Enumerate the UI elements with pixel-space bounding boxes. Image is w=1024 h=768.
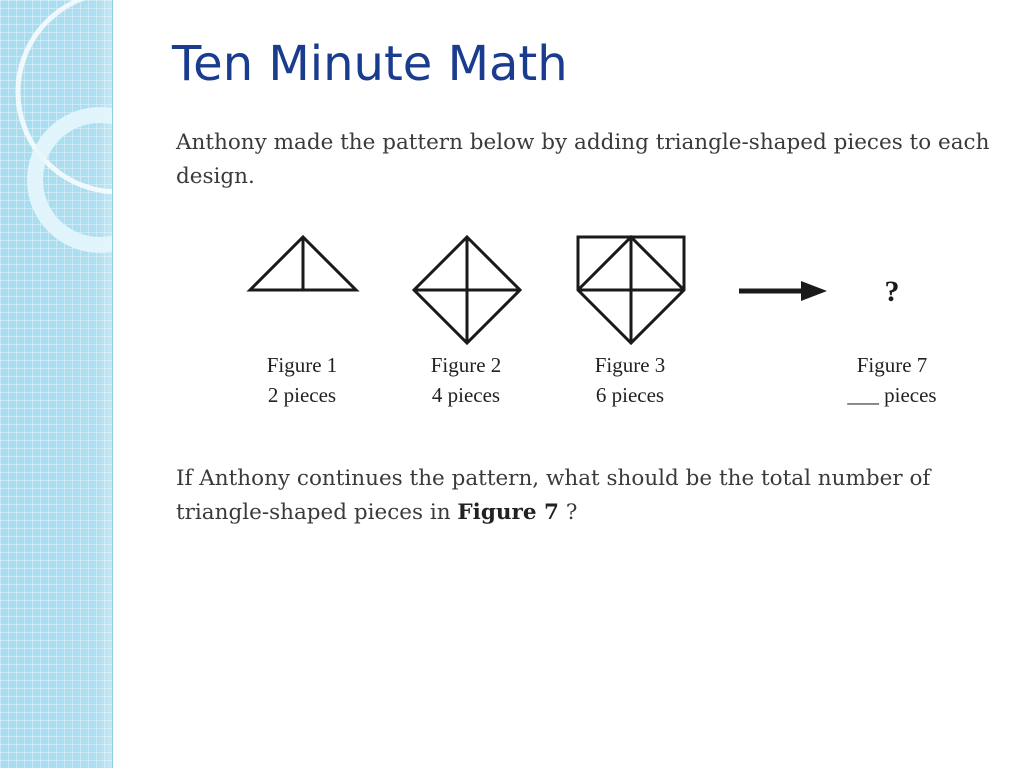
pattern-figures: ?	[246, 234, 900, 346]
figure-1-caption: Figure 1 2 pieces	[232, 350, 372, 410]
slide-title: Ten Minute Math	[172, 36, 568, 92]
figure-3-drawing	[576, 234, 686, 346]
sidebar-ring-large	[15, 0, 113, 195]
decorative-sidebar	[0, 0, 113, 768]
figure-1-label: Figure 1	[266, 353, 338, 377]
unknown-figure-mark: ?	[885, 275, 900, 308]
figure-2-drawing	[411, 234, 523, 346]
figure-3-caption: Figure 3 6 pieces	[560, 350, 700, 410]
figure-1-pieces: 2 pieces	[267, 383, 337, 407]
figure-2-pieces: 4 pieces	[431, 383, 501, 407]
question-text: If Anthony continues the pattern, what s…	[176, 466, 931, 525]
sidebar-ring-small	[27, 107, 113, 253]
figure-2-label: Figure 2	[430, 353, 502, 377]
question-paragraph: If Anthony continues the pattern, what s…	[176, 462, 1006, 530]
figure-7-pieces: ___ pieces	[847, 383, 937, 407]
figure-7-label: Figure 7	[856, 353, 928, 377]
figure-7-caption: Figure 7 ___ pieces	[822, 350, 962, 410]
intro-paragraph: Anthony made the pattern below by adding…	[176, 130, 990, 189]
figure-3-pieces: 6 pieces	[595, 383, 665, 407]
question-end: ?	[558, 500, 578, 525]
sidebar-pattern	[0, 0, 113, 768]
figure-3-label: Figure 3	[594, 353, 666, 377]
question-emphasis: Figure 7	[457, 500, 559, 525]
arrow-icon	[739, 281, 827, 301]
figure-1-drawing	[246, 234, 360, 292]
figure-2-caption: Figure 2 4 pieces	[396, 350, 536, 410]
